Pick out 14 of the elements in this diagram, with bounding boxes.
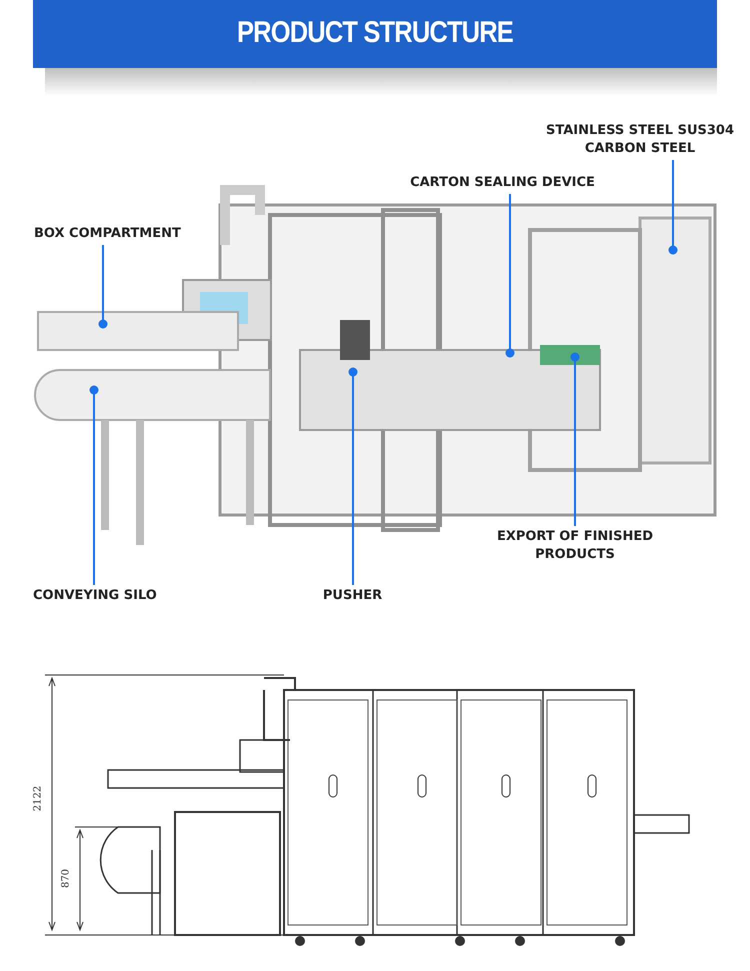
leader-line — [506, 194, 514, 358]
leader-line — [90, 386, 98, 585]
title: PRODUCT STRUCTURE — [236, 16, 514, 50]
callout-label: CARTON SEALING DEVICE — [400, 174, 605, 192]
callout-label: BOX COMPARTMENT — [34, 225, 194, 243]
callout-label: STAINLESS STEEL SUS304 CARBON STEEL — [540, 122, 740, 158]
callout-label: EXPORT OF FINISHED PRODUCTS — [490, 528, 660, 564]
leader-line — [348, 368, 358, 585]
leader-line — [570, 352, 580, 526]
dimension-label: 2122 — [32, 784, 44, 812]
callout-label: CONVEYING SILO — [33, 587, 163, 605]
leader-line — [668, 160, 678, 254]
leader-line — [98, 245, 108, 328]
callout-label: PUSHER — [320, 587, 385, 605]
